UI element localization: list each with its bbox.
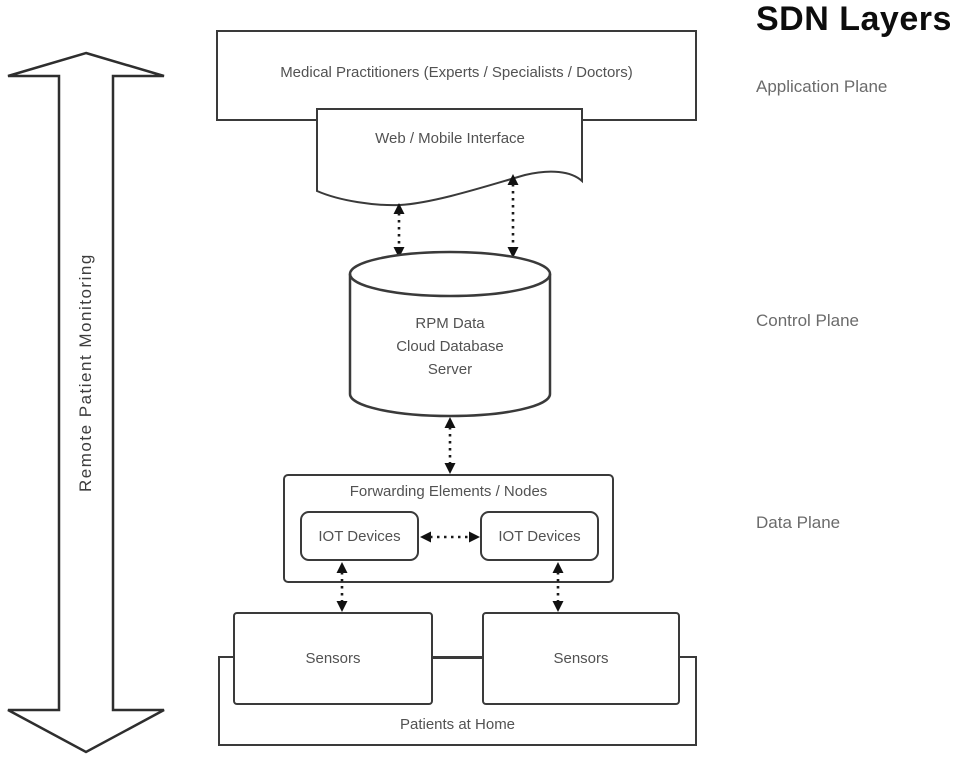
web-mobile-interface-document-shape <box>316 108 583 207</box>
iot-devices-left-box: IOT Devices <box>300 511 419 561</box>
forwarding-elements-label: Forwarding Elements / Nodes <box>349 483 548 500</box>
rpm-database-line1: RPM Data <box>415 315 485 332</box>
remote-patient-monitoring-label: Remote Patient Monitoring <box>76 253 95 492</box>
iot-devices-left-label: IOT Devices <box>318 527 401 545</box>
data-plane-label: Data Plane <box>756 513 841 532</box>
patients-at-home-label: Patients at Home <box>399 716 516 733</box>
iot-devices-right-label: IOT Devices <box>498 527 581 545</box>
interface-database-left-arrow-icon <box>393 203 405 258</box>
web-mobile-interface-label: Web / Mobile Interface <box>375 130 525 147</box>
rpm-database-label: RPM Data Cloud Database Server <box>346 312 554 381</box>
sensors-connector-line <box>430 657 484 659</box>
rpm-database-line3: Server <box>427 361 473 378</box>
sensors-right-box: Sensors <box>482 612 680 705</box>
application-plane-label: Application Plane <box>756 77 888 96</box>
rpm-database-line2: Cloud Database <box>396 338 504 355</box>
iot-devices-right-box: IOT Devices <box>480 511 599 561</box>
iot-to-iot-arrow-icon <box>420 531 480 543</box>
iot-sensors-left-arrow-icon <box>336 562 348 612</box>
page-title: SDN Layers <box>756 0 952 38</box>
sensors-left-box: Sensors <box>233 612 433 705</box>
remote-patient-monitoring-double-arrow-icon <box>7 51 165 754</box>
rpm-database-cylinder-shape <box>348 250 552 418</box>
sensors-left-label: Sensors <box>305 650 361 667</box>
database-forwarding-arrow-icon <box>444 417 456 474</box>
sensors-right-label: Sensors <box>553 650 609 667</box>
iot-sensors-right-arrow-icon <box>552 562 564 612</box>
medical-practitioners-label: Medical Practitioners (Experts / Special… <box>280 64 633 81</box>
control-plane-label: Control Plane <box>756 311 860 330</box>
interface-database-right-arrow-icon <box>507 174 519 258</box>
